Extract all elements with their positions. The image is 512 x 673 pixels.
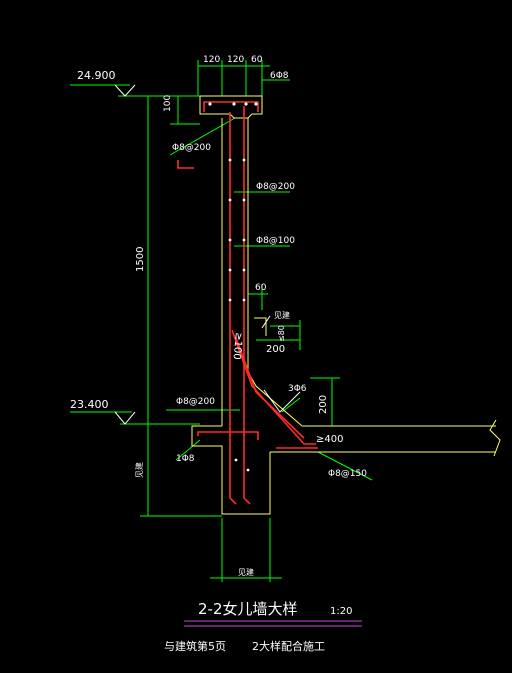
note-left: 与建筑第5页 (164, 639, 226, 653)
dim-200-vertical: 200 (318, 395, 329, 414)
level-markers (114, 84, 136, 425)
rebar-diag-label: 3Φ6 (288, 384, 307, 394)
drawing-scale: 1:20 (330, 606, 352, 617)
drawing-title: 2-2女儿墙大样 (198, 600, 298, 618)
level-top-label: 24.900 (77, 69, 116, 82)
level-bottom-label: 23.400 (70, 398, 109, 411)
rebar-slab-label: Φ8@150 (328, 469, 367, 479)
dim-see-arch-bottom: 见建 (238, 567, 254, 577)
dim-ge100-sloped: ≥100 (231, 332, 244, 360)
labels: 24.900 23.400 120 120 60 6Φ8 Φ8@200 Φ8@2… (70, 55, 367, 577)
dim-see-arch-left: 见建 (134, 462, 144, 478)
rebar-corner-label: 1Φ8 (176, 454, 195, 464)
rebar-vert1-label: Φ8@200 (256, 182, 295, 192)
dim-100: 100 (163, 95, 173, 112)
rebar-top-label: 6Φ8 (270, 71, 289, 81)
dim-200-horizontal: 200 (266, 344, 285, 355)
note-right: 2大样配合施工 (252, 639, 325, 653)
dim-top-120b: 120 (227, 55, 244, 65)
dim-ge400: ≥400 (316, 434, 343, 445)
concrete-outline (191, 95, 501, 515)
dim-see-arch-right: 见建 (274, 310, 290, 320)
rebar-cap-label: Φ8@200 (172, 143, 211, 153)
dim-60: 60 (255, 283, 267, 293)
rebar-slab-top-label: Φ8@200 (176, 397, 215, 407)
title-block: 2-2女儿墙大样 1:20 与建筑第5页 2大样配合施工 (164, 600, 362, 653)
rebar (177, 101, 318, 505)
dim-top-120a: 120 (203, 55, 220, 65)
dim-1500: 1500 (135, 247, 146, 272)
rebar-vert2-label: Φ8@100 (256, 236, 295, 246)
white-details (208, 102, 301, 472)
dimension-lines (70, 60, 373, 582)
dim-le80: ≤80 (277, 325, 286, 342)
dim-top-60: 60 (251, 55, 263, 65)
